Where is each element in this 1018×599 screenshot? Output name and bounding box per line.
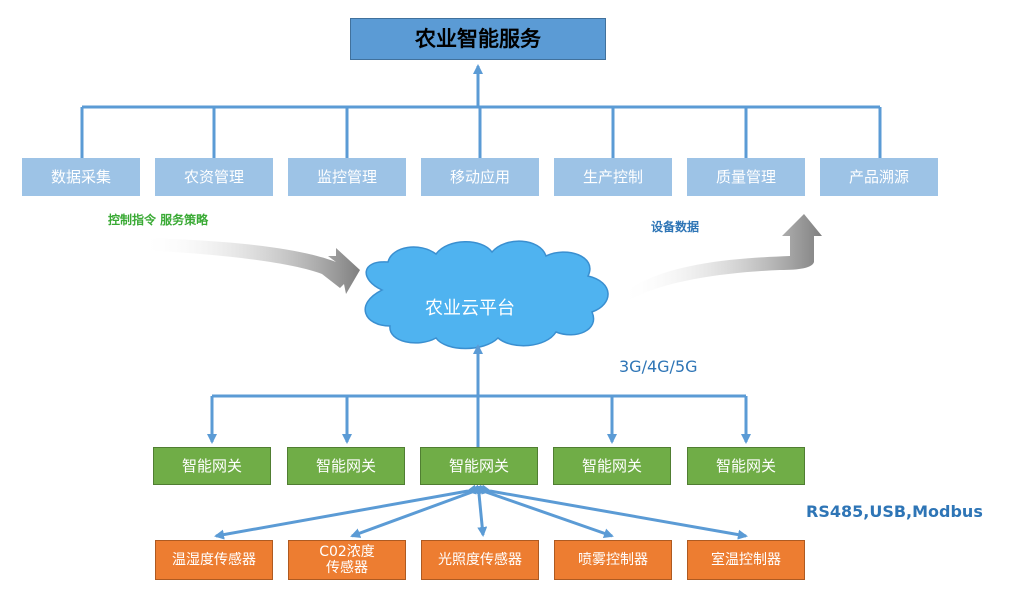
control-flow-arrow	[140, 238, 360, 294]
sensor-co2-line2: 传感器	[326, 560, 368, 576]
network-label: 3G/4G/5G	[619, 357, 698, 376]
service-traceability: 产品溯源	[820, 158, 938, 196]
room-temp-controller: 室温控制器	[687, 540, 805, 580]
service-data-collection: 数据采集	[22, 158, 140, 196]
sensor-light: 光照度传感器	[421, 540, 539, 580]
service-monitoring: 监控管理	[288, 158, 406, 196]
cloud-platform-label: 农业云平台	[425, 298, 515, 319]
device-data-label: 设备数据	[651, 220, 700, 234]
gateway-1: 智能网关	[153, 447, 271, 485]
sensor-links	[214, 484, 748, 540]
gateway-3: 智能网关	[420, 447, 538, 485]
service-input-management: 农资管理	[155, 158, 273, 196]
gateway-bus	[207, 344, 751, 447]
protocols-label: RS485,USB,Modbus	[806, 502, 983, 521]
gateway-4: 智能网关	[553, 447, 671, 485]
device-data-arrow	[620, 214, 822, 300]
service-quality-management: 质量管理	[687, 158, 805, 196]
sensor-co2-line1: C02浓度	[319, 544, 375, 560]
sensor-co2: C02浓度 传感器	[288, 540, 406, 580]
service-bus	[80, 64, 882, 158]
spray-controller: 喷雾控制器	[554, 540, 672, 580]
gateway-5: 智能网关	[687, 447, 805, 485]
service-mobile-app: 移动应用	[421, 158, 539, 196]
agri-smart-service-box: 农业智能服务	[350, 18, 606, 60]
gateway-2: 智能网关	[287, 447, 405, 485]
service-production-control: 生产控制	[554, 158, 672, 196]
cloud-shape	[364, 240, 609, 350]
sensor-temp-humidity: 温湿度传感器	[155, 540, 273, 580]
control-strategy-label: 控制指令 服务策略	[108, 213, 209, 227]
